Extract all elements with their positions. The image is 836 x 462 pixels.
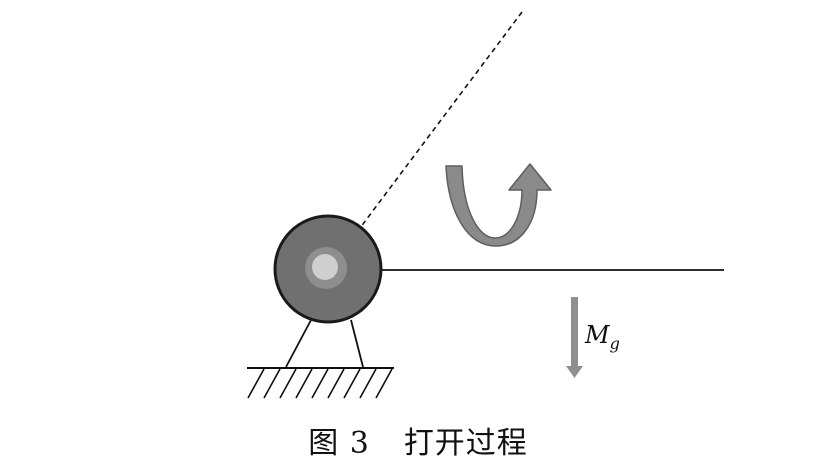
- down-arrow-icon: [566, 297, 583, 378]
- moment-symbol: M: [584, 321, 611, 349]
- moment-label: Mg: [584, 321, 620, 353]
- figure-caption: 图 3 打开过程: [0, 418, 836, 462]
- moment-subscript: g: [610, 334, 620, 353]
- support-stand: [285, 319, 364, 368]
- figure-title: 打开过程: [403, 426, 528, 461]
- u-turn-arrow-icon: [445, 163, 552, 247]
- wheel-hub: [312, 254, 338, 280]
- hatched-ground-icon: [247, 367, 394, 399]
- figure-number: 图 3: [308, 426, 370, 461]
- pivot-wheel: [273, 214, 383, 324]
